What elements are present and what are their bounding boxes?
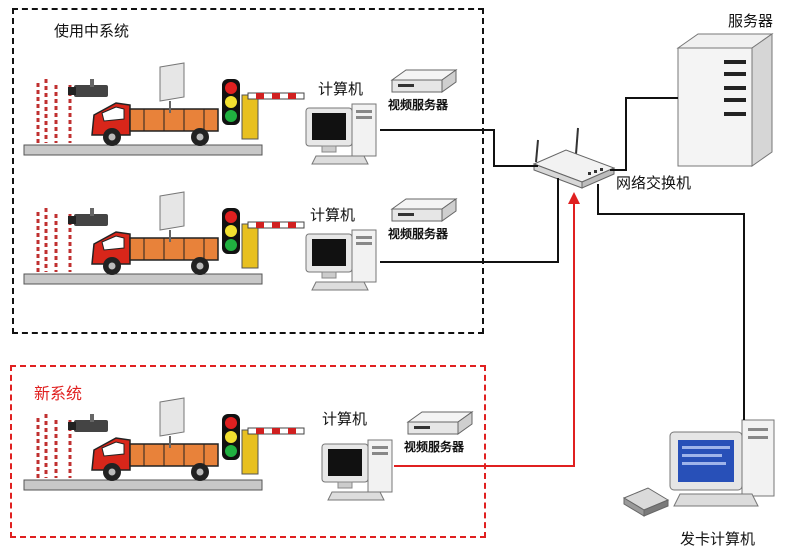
network-switch bbox=[532, 127, 616, 189]
lane-3-equipment bbox=[22, 396, 306, 492]
card-computer-label: 发卡计算机 bbox=[680, 530, 756, 548]
link-switch-server bbox=[610, 97, 678, 171]
video-server-label-2: 视频服务器 bbox=[388, 227, 449, 241]
card-reader bbox=[622, 487, 670, 517]
video-server-label-1: 视频服务器 bbox=[388, 98, 449, 112]
computer-label-1: 计算机 bbox=[318, 80, 364, 98]
link-switch-card-computer bbox=[597, 184, 745, 420]
lane-1-equipment bbox=[22, 61, 306, 157]
video-server-3 bbox=[407, 411, 473, 435]
computer-1 bbox=[305, 103, 377, 165]
link-pc2-switch bbox=[380, 178, 559, 263]
card-computer bbox=[669, 419, 775, 507]
computer-label-2: 计算机 bbox=[310, 206, 356, 224]
link-pc3-switch-new bbox=[394, 202, 575, 467]
new-link-arrowhead bbox=[568, 192, 580, 204]
computer-3 bbox=[321, 439, 393, 501]
in-use-system-title: 使用中系统 bbox=[54, 22, 130, 40]
video-server-2 bbox=[391, 198, 457, 222]
in-use-system-frame bbox=[12, 8, 484, 334]
new-system-frame bbox=[10, 365, 486, 538]
new-system-title: 新系统 bbox=[34, 384, 83, 403]
lane-2-equipment bbox=[22, 190, 306, 286]
server-label: 服务器 bbox=[728, 12, 774, 30]
video-server-1 bbox=[391, 69, 457, 93]
video-server-label-3: 视频服务器 bbox=[404, 440, 465, 454]
server-tower bbox=[676, 33, 774, 167]
computer-2 bbox=[305, 229, 377, 291]
link-pc1-switch bbox=[380, 129, 538, 167]
switch-label: 网络交换机 bbox=[616, 174, 692, 192]
computer-label-3: 计算机 bbox=[322, 410, 368, 428]
